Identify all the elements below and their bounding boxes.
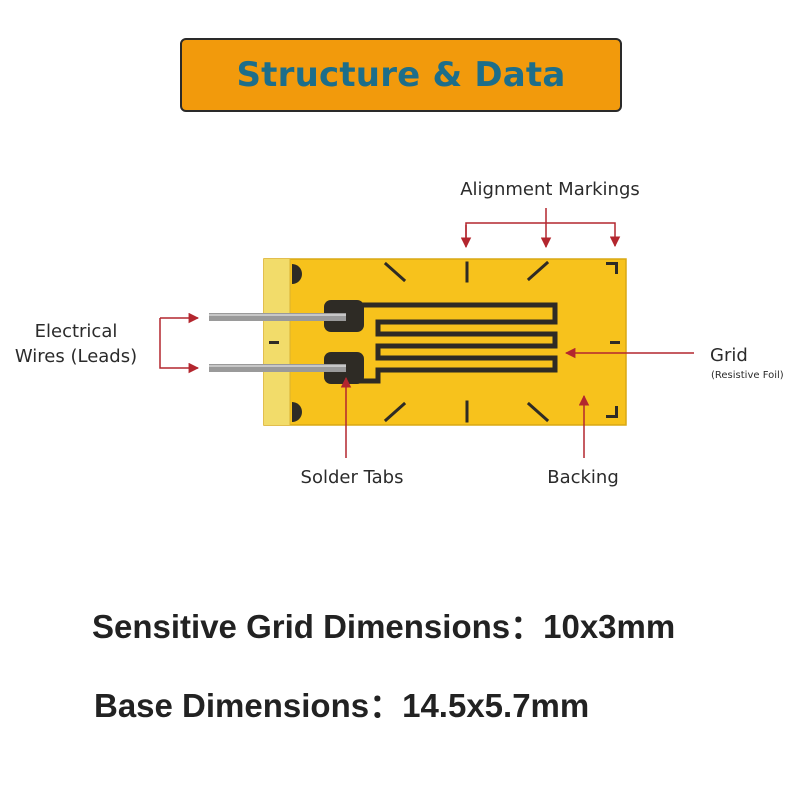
spec-base-dimensions: Base Dimensions：14.5x5.7mm	[94, 687, 590, 724]
label-grid-subtitle: (Resistive Foil)	[711, 370, 784, 381]
page-title: Structure & Data	[236, 55, 566, 95]
callout-arrows	[159, 208, 694, 458]
spec-grid-dimensions: Sensitive Grid Dimensions：10x3mm	[92, 608, 676, 645]
label-alignment-markings: Alignment Markings	[460, 179, 640, 200]
backing	[263, 258, 627, 426]
label-backing: Backing	[547, 467, 619, 488]
label-solder-tabs: Solder Tabs	[301, 467, 404, 488]
label-electrical-line2: Wires (Leads)	[15, 346, 137, 367]
label-grid: Grid	[710, 345, 748, 366]
electrical-wires	[209, 313, 346, 372]
resistive-foil-grid	[352, 302, 558, 384]
title-banner: Structure & Data	[180, 38, 622, 112]
label-electrical-line1: Electrical	[35, 321, 118, 342]
corner-marks	[269, 262, 620, 422]
strain-gauge-diagram: Alignment Markings Electrical Wires (Lea…	[15, 179, 784, 488]
alignment-marks	[383, 260, 550, 423]
